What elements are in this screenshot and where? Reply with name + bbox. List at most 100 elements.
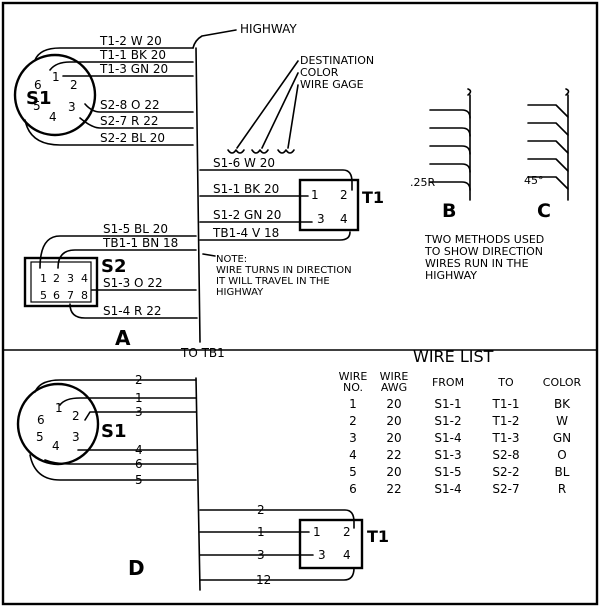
t1-a-wires <box>199 169 353 241</box>
s1-d-wire-1: 1 <box>135 391 143 405</box>
t1-wire-4-label: TB1-4 V 18 <box>212 226 279 240</box>
s2-pin-3: 3 <box>67 272 74 285</box>
s2-pin-1: 1 <box>40 272 47 285</box>
s2-pin-4: 4 <box>81 272 88 285</box>
cell-wire-no: 5 <box>349 465 357 479</box>
t1-a-pin-3: 3 <box>317 212 325 226</box>
wire-list-title: WIRE LIST <box>413 347 494 366</box>
s2-pin-2: 2 <box>53 272 60 285</box>
s1-d-pin-3: 3 <box>72 430 80 444</box>
s2-pin-6: 6 <box>53 289 60 302</box>
methods-caption-line-4: HIGHWAY <box>425 269 477 282</box>
t1-d-pin-3: 3 <box>318 548 326 562</box>
s1-label: S1 <box>26 88 52 109</box>
note-line-3: IT WILL TRAVEL IN THE <box>216 276 330 287</box>
wire-list-header: WIRE NO. WIRE AWG FROM TO COLOR <box>339 370 582 394</box>
callout-leaders <box>227 60 299 154</box>
t1-a-label: T1 <box>362 188 384 207</box>
cell-wire-no: 4 <box>349 448 357 462</box>
header-awg-line1: WIRE <box>380 370 409 383</box>
note-line-2: WIRE TURNS IN DIRECTION <box>216 265 352 276</box>
t1-a-pins: 1 2 3 4 <box>311 188 348 226</box>
s2-wire-loops <box>39 235 198 319</box>
s2-pin-field <box>30 261 92 303</box>
to-tb1-label: TO TB1 <box>180 346 225 360</box>
cell-to: S2-7 <box>492 482 519 496</box>
t1-d-wire-3: 3 <box>257 548 265 562</box>
cell-wire-no: 3 <box>349 431 357 445</box>
cell-to: S2-8 <box>492 448 519 462</box>
s1-d-pin-4: 4 <box>52 439 60 453</box>
panel-c: 45° C <box>524 88 570 222</box>
wire-list-row: 2 20 S1-2 T1-2 W <box>349 414 568 428</box>
cell-awg: 20 <box>386 431 401 445</box>
t1-a-wire-labels: S1-6 W 20 S1-1 BK 20 S1-2 GN 20 TB1-4 V … <box>212 156 281 240</box>
header-awg-line2: AWG <box>381 381 407 394</box>
panel-b: .25R B <box>410 88 472 222</box>
t1-d-label: T1 <box>367 527 389 546</box>
methods-caption-line-2: TO SHOW DIRECTION <box>424 245 543 258</box>
s1-wire-4-label: S2-8 O 22 <box>100 98 160 112</box>
s1-pin-1: 1 <box>52 70 60 84</box>
methods-caption: TWO METHODS USED TO SHOW DIRECTION WIRES… <box>424 233 544 282</box>
cell-wire-no: 2 <box>349 414 357 428</box>
cell-color: GN <box>553 431 571 445</box>
s1-pin-4: 4 <box>49 110 57 124</box>
s1-d-wire-numbers: 2 1 3 4 6 5 <box>135 373 143 487</box>
s2-wire-labels: S1-5 BL 20 TB1-1 BN 18 S1-3 O 22 S1-4 R … <box>102 222 178 318</box>
cell-awg: 20 <box>386 465 401 479</box>
panel-a-label: A <box>115 326 131 350</box>
highway-trunk <box>192 29 237 49</box>
s1-d-pin-numbers: 1 2 3 4 5 6 <box>36 401 80 453</box>
header-wire-no-line2: NO. <box>343 381 363 394</box>
header-color: COLOR <box>543 376 582 389</box>
header-to: TO <box>497 376 514 389</box>
s1-d-wire-4: 4 <box>135 443 143 457</box>
t1-a-pin-2: 2 <box>340 188 348 202</box>
cell-to: T1-2 <box>492 414 520 428</box>
cell-to: S2-2 <box>492 465 519 479</box>
cell-from: S1-4 <box>434 431 461 445</box>
cell-color: W <box>556 414 568 428</box>
panel-b-label: B <box>442 200 456 222</box>
s1-connector-shell <box>13 53 97 137</box>
cell-awg: 22 <box>386 482 401 496</box>
s1-d-wire-3: 3 <box>135 405 143 419</box>
cell-from: S1-4 <box>434 482 461 496</box>
s1-d-wires <box>29 379 197 481</box>
cell-wire-no: 6 <box>349 482 357 496</box>
t1-wire-2-label: S1-1 BK 20 <box>213 182 279 196</box>
cell-from: S1-3 <box>434 448 461 462</box>
t1-d-pins: 1 2 3 4 <box>313 525 351 562</box>
cell-color: R <box>558 482 566 496</box>
header-from: FROM <box>432 376 464 389</box>
cell-to: T1-3 <box>492 431 520 445</box>
panel-b-angle: .25R <box>410 176 435 189</box>
t1-d-wires <box>199 509 355 581</box>
s2-wire-2-label: TB1-1 BN 18 <box>102 236 178 250</box>
s2-wire-1-label: S1-5 BL 20 <box>103 222 168 236</box>
destination-label: DESTINATION <box>300 54 374 67</box>
s1-d-wire-6: 6 <box>135 457 143 471</box>
panel-d: 1 2 3 4 5 6 S1 2 1 3 4 6 5 T1 1 <box>16 373 389 591</box>
s2-pin-7: 7 <box>67 289 74 302</box>
panel-a: 1 2 3 4 5 6 S1 T1-2 W 20 T1-1 BK 20 T1-3… <box>13 22 384 360</box>
s1-d-wire-2: 2 <box>135 373 143 387</box>
t1-d-wire-2: 2 <box>257 503 265 517</box>
cell-color: BK <box>554 397 571 411</box>
label-legend: DESTINATION COLOR WIRE GAGE <box>300 54 374 91</box>
cell-color: O <box>557 448 566 462</box>
cell-from: S1-1 <box>434 397 461 411</box>
s1-pin-2: 2 <box>70 78 78 92</box>
t1-a-pin-4: 4 <box>340 212 348 226</box>
s1-d-pin-1: 1 <box>55 401 63 415</box>
s1-wire-labels: T1-2 W 20 T1-1 BK 20 T1-3 GN 20 S2-8 O 2… <box>99 34 168 145</box>
s1-wire-loops <box>24 47 194 146</box>
highway-d-trunk <box>195 377 201 591</box>
wire-list-row: 5 20 S1-5 S2-2 BL <box>349 465 570 479</box>
t1-d-box <box>298 518 364 570</box>
color-label: COLOR <box>300 66 339 79</box>
s2-wire-3-label: S1-3 O 22 <box>103 276 163 290</box>
